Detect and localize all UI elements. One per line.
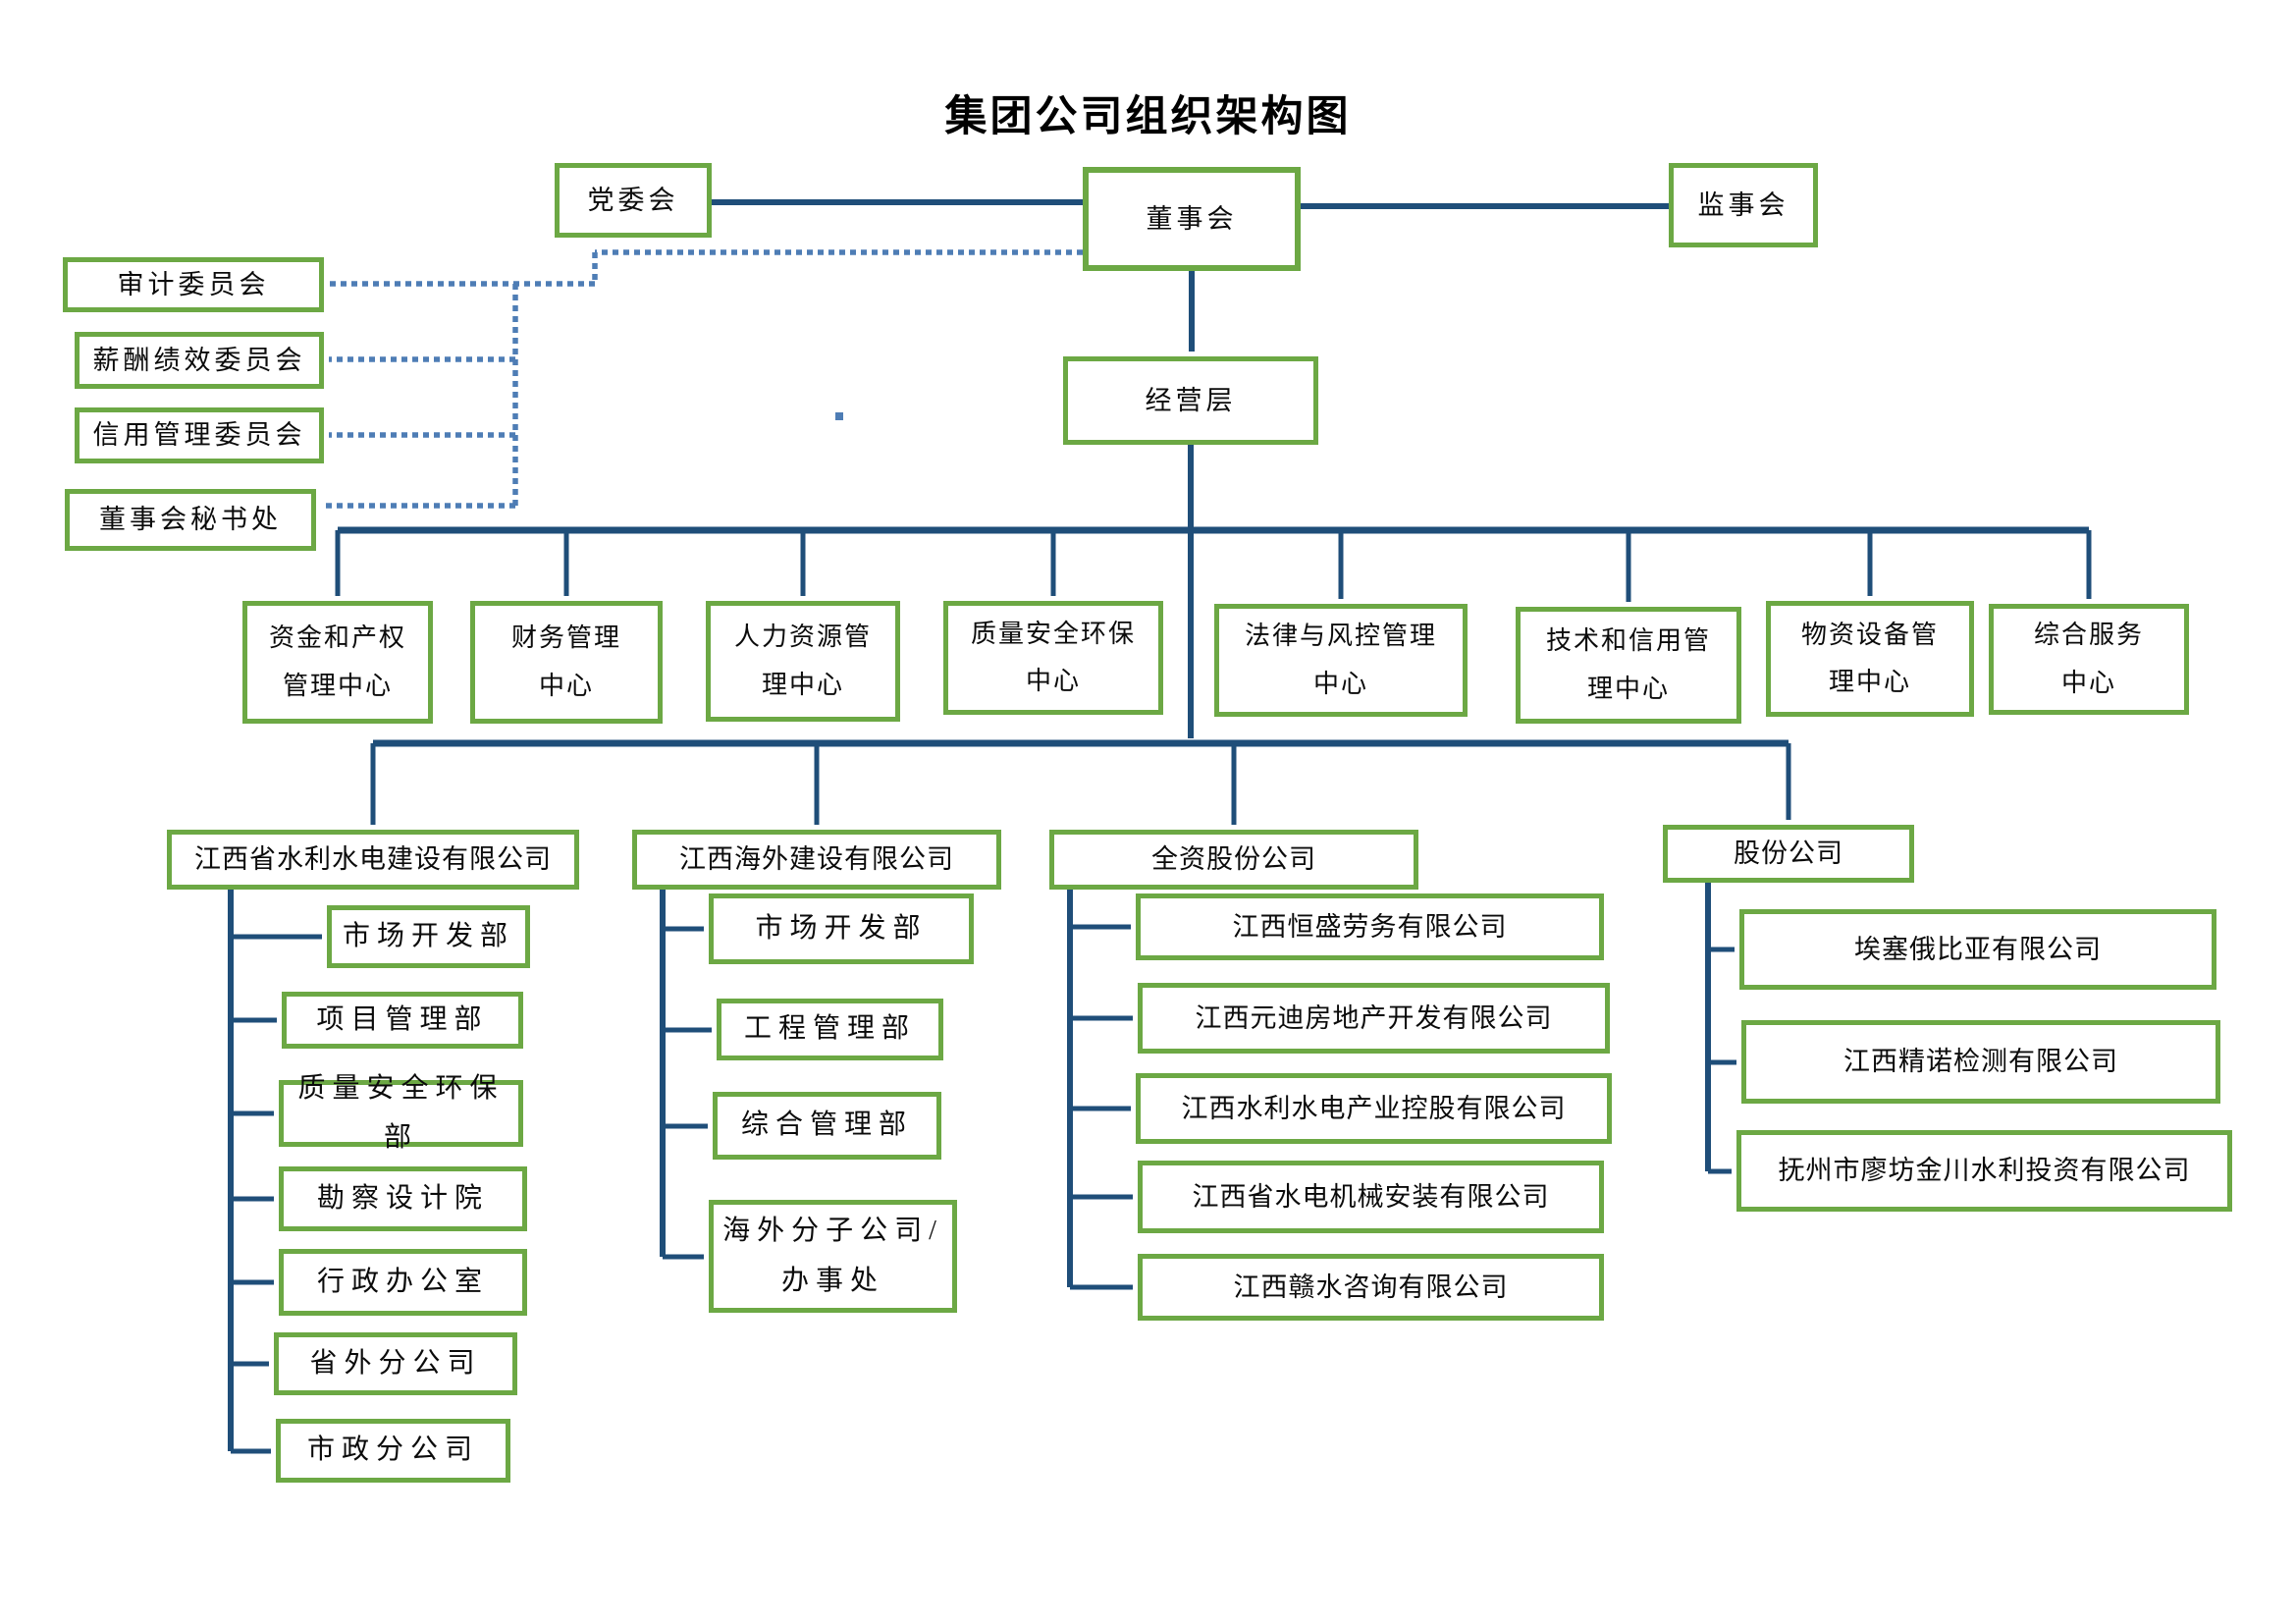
node-g2-market-dev: 市场开发部 [709,893,974,964]
node-supervisory-board: 监事会 [1669,163,1818,247]
node-center-capital-property: 资金和产权 管理中心 [242,601,433,724]
node-group-hydro-construction: 江西省水利水电建设有限公司 [167,830,579,890]
node-g1-municipal-branch: 市政分公司 [276,1419,510,1483]
node-g4-fuzhou-water-investment: 抚州市廖坊金川水利投资有限公司 [1736,1130,2232,1212]
node-center-tech-credit: 技术和信用管 理中心 [1516,607,1741,724]
node-center-materials-equipment: 物资设备管 理中心 [1766,601,1974,717]
node-g1-quality-safety: 质量安全环保部 [279,1073,523,1153]
node-center-quality-safety: 质量安全环保 中心 [943,601,1163,715]
node-g3-machinery-installation: 江西省水电机械安装有限公司 [1138,1161,1604,1233]
node-g3-ganshui-consulting: 江西赣水咨询有限公司 [1138,1254,1604,1321]
node-g4-ethiopia-company: 埃塞俄比亚有限公司 [1739,909,2216,990]
node-party-committee: 党委会 [555,163,712,238]
node-management-layer: 经营层 [1063,356,1318,445]
node-g1-admin-office: 行政办公室 [279,1249,527,1316]
node-center-legal-risk: 法律与风控管理 中心 [1214,604,1468,717]
node-center-finance: 财务管理 中心 [470,601,663,724]
node-g1-project-mgmt: 项目管理部 [282,992,523,1049]
node-g1-survey-design: 勘察设计院 [279,1166,527,1231]
node-g3-industry-holding: 江西水利水电产业控股有限公司 [1136,1073,1612,1144]
dotted-connectors [321,249,1083,509]
node-board-of-directors: 董事会 [1083,167,1301,271]
node-g2-general-mgmt: 综合管理部 [713,1092,941,1160]
node-credit-committee: 信用管理委员会 [75,407,324,463]
node-center-hr: 人力资源管 理中心 [706,601,900,722]
node-g4-jingnuo-testing: 江西精诺检测有限公司 [1741,1020,2220,1104]
node-g1-market-dev: 市场开发部 [327,905,530,968]
node-group-share-companies: 股份公司 [1663,825,1914,883]
solid-connectors [228,199,2092,1454]
node-g3-hengsheng-labor: 江西恒盛劳务有限公司 [1136,893,1604,960]
node-g3-yuandi-realestate: 江西元迪房地产开发有限公司 [1138,983,1610,1054]
node-g2-engineering-mgmt: 工程管理部 [717,999,943,1060]
node-group-overseas-construction: 江西海外建设有限公司 [632,830,1001,890]
node-g2-overseas-subsidiaries: 海外分子公司/ 办事处 [709,1200,957,1313]
node-compensation-committee: 薪酬绩效委员会 [75,332,324,389]
node-g1-outside-province-branch: 省外分公司 [274,1332,517,1395]
stray-mark [835,412,843,420]
node-audit-committee: 审计委员会 [63,257,324,312]
diagram-title: 集团公司组织架构图 [944,94,1352,140]
node-board-secretariat: 董事会秘书处 [65,489,316,551]
node-center-general-services: 综合服务 中心 [1989,604,2189,715]
node-group-wholly-owned: 全资股份公司 [1049,830,1418,890]
